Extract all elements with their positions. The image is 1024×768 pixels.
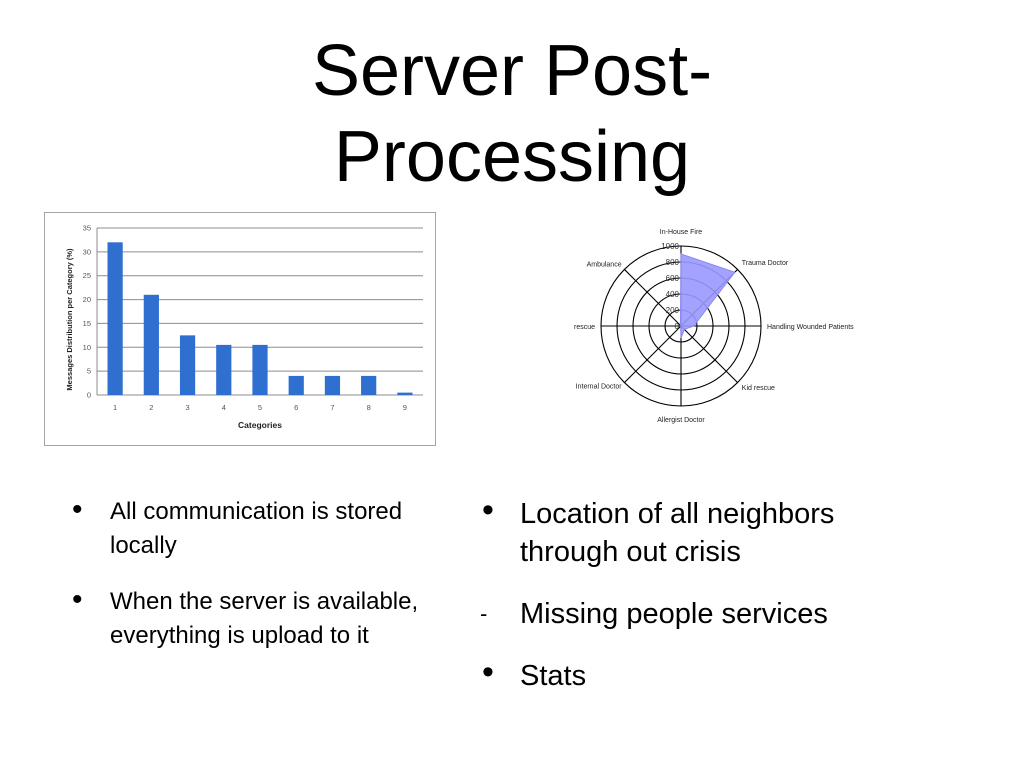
bar	[107, 242, 123, 395]
slide-title: Server Post- Processing	[0, 28, 1024, 200]
bar	[252, 344, 268, 395]
right-bullet-list: • Location of all neighbors through out …	[478, 491, 898, 719]
bullet-item: - Missing people services	[478, 595, 898, 633]
bullet-marker: •	[72, 493, 83, 526]
x-tick-label: 7	[330, 403, 334, 412]
radar-spoke	[624, 269, 682, 327]
radar-axis-label: Handling Wounded Patients	[767, 324, 854, 331]
y-axis-label: Messages Distribution per Category (%)	[65, 248, 74, 391]
x-tick-label: 3	[185, 403, 189, 412]
radar-tick-label: 600	[666, 274, 680, 283]
y-tick-label: 5	[87, 367, 91, 376]
x-tick-label: 9	[403, 403, 407, 412]
radar-tick-label: 1000	[661, 242, 679, 251]
bullet-text: Location of all neighbors through out cr…	[520, 498, 835, 568]
radar-tick-label: 800	[666, 258, 680, 267]
bar	[216, 344, 232, 395]
bullet-item: • Location of all neighbors through out …	[478, 491, 898, 571]
radar-axis-label: Trauma Doctor	[742, 260, 789, 267]
bullet-text: All communication is stored locally	[110, 498, 403, 559]
x-tick-label: 4	[222, 403, 226, 412]
bullet-text: Missing people services	[520, 598, 828, 630]
slide-title-line-2: Processing	[333, 117, 691, 197]
bullet-marker: •	[482, 491, 494, 529]
radar-series-area	[679, 253, 736, 339]
radar-axis-label: Internal Doctor	[576, 383, 623, 390]
bullet-marker: •	[482, 653, 494, 691]
radar-axis-label: Ambulance	[587, 262, 622, 269]
radar-axis-label: Kid rescue	[742, 385, 775, 392]
bullet-text: When the server is available, everything…	[110, 588, 419, 649]
y-tick-label: 35	[83, 224, 91, 233]
radar-axis-label: Allergist Doctor	[657, 417, 705, 424]
bar	[324, 375, 341, 395]
y-tick-label: 0	[87, 391, 91, 400]
y-tick-label: 10	[83, 343, 91, 352]
y-tick-label: 20	[83, 295, 91, 304]
radar-tick-label: 0	[675, 322, 680, 331]
bar	[288, 375, 304, 395]
x-axis-label: Categories	[238, 420, 282, 430]
radar-spoke	[680, 325, 738, 383]
bullet-text: Stats	[520, 660, 587, 692]
radar-tick-label: 200	[666, 306, 680, 315]
bullet-item: • When the server is available, everythi…	[68, 583, 428, 653]
y-tick-label: 30	[83, 247, 91, 256]
radar-axis-label: rescue	[574, 324, 595, 331]
dash-marker: -	[480, 601, 488, 626]
x-tick-label: 5	[258, 403, 262, 412]
x-tick-label: 1	[113, 403, 117, 412]
bar	[361, 375, 377, 395]
radar-spoke	[624, 325, 682, 383]
bullet-marker: •	[72, 583, 83, 616]
y-tick-label: 15	[83, 319, 91, 328]
radar-tick-label: 400	[666, 290, 680, 299]
bar	[143, 294, 159, 395]
bar	[397, 392, 413, 395]
x-tick-label: 6	[294, 403, 298, 412]
radar-axis-label: In-House Fire	[660, 229, 703, 236]
x-tick-label: 2	[149, 403, 153, 412]
left-bullet-list: • All communication is stored locally • …	[68, 493, 428, 675]
bullet-item: • Stats	[478, 653, 898, 695]
slide-title-line-1: Server Post-	[311, 31, 713, 111]
bullet-item: • All communication is stored locally	[68, 493, 428, 563]
bar	[179, 335, 196, 395]
y-tick-label: 25	[83, 271, 91, 280]
x-tick-label: 8	[367, 403, 371, 412]
